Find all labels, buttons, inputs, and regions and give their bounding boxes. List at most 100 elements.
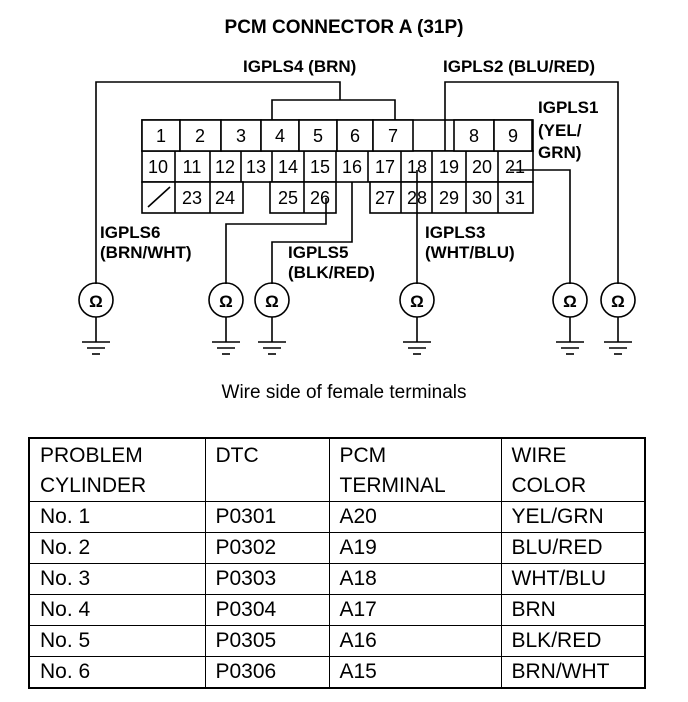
- ohm-icon: Ω: [410, 292, 424, 311]
- cell-terminal: A18: [328, 563, 502, 595]
- cell-cylinder: No. 6: [28, 656, 206, 689]
- label-igpls6: IGPLS6: [100, 223, 160, 242]
- ohmmeter-4: Ω: [399, 282, 435, 355]
- pin-label: 6: [350, 126, 360, 146]
- pin-label: 9: [508, 126, 518, 146]
- connector-title: PCM CONNECTOR A (31P): [225, 17, 464, 38]
- cell-terminal: A15: [328, 656, 502, 689]
- pin-3: [220, 119, 262, 152]
- cell-dtc: P0303: [204, 563, 330, 595]
- ohmmeter-3: Ω: [254, 282, 290, 355]
- cell-wire-color: BLK/RED: [500, 625, 646, 657]
- pin-label: 1: [156, 126, 166, 146]
- pin-label: 13: [246, 157, 266, 177]
- table-row: No. 1 P0301 A20 YEL/GRN: [28, 501, 646, 533]
- pin-label: 24: [215, 188, 235, 208]
- cell-terminal: A16: [328, 625, 502, 657]
- label-igpls1-color: (YEL/: [538, 121, 582, 140]
- label-igpls6-color: (BRN/WHT): [100, 243, 192, 262]
- cell-terminal: A19: [328, 532, 502, 564]
- pin-label: 29: [439, 188, 459, 208]
- pin-9: [493, 119, 533, 152]
- pin-label: 16: [342, 157, 362, 177]
- pin-label: 30: [472, 188, 492, 208]
- wire-labels: IGPLS4 (BRN) IGPLS2 (BLU/RED) IGPLS1 (YE…: [100, 57, 598, 282]
- diagram-caption: Wire side of female terminals: [221, 382, 467, 403]
- pin-label: 20: [472, 157, 492, 177]
- cell-wire-color: WHT/BLU: [500, 563, 646, 595]
- ohm-icon: Ω: [89, 292, 103, 311]
- label-igpls3: IGPLS3: [425, 223, 485, 242]
- pin-8: [453, 119, 495, 152]
- pin-label: 14: [278, 157, 298, 177]
- table-row: No. 2 P0302 A19 BLU/RED: [28, 532, 646, 564]
- pin-4: [260, 119, 300, 152]
- connector-diagram: PCM CONNECTOR A (31P) 1 2 3 4 5 6 7 8 9: [78, 17, 636, 355]
- pin-label: 8: [469, 126, 479, 146]
- ohmmeter-2: Ω: [208, 282, 244, 355]
- ohmmeter-5: Ω: [552, 282, 588, 355]
- cell-dtc: P0305: [204, 625, 330, 657]
- table-row: No. 3 P0303 A18 WHT/BLU: [28, 563, 646, 595]
- cell-cylinder: No. 1: [28, 501, 206, 533]
- pin-label: 11: [183, 157, 202, 177]
- pin-row-1: 1 2 3 4 5 6 7 8 9: [141, 119, 533, 152]
- pin-label: 2: [195, 126, 205, 146]
- pin-7: [372, 119, 414, 152]
- pin-label: 10: [148, 157, 168, 177]
- ohmmeters: Ω Ω Ω Ω Ω Ω: [78, 282, 636, 355]
- pin-label: 5: [313, 126, 323, 146]
- ohm-icon: Ω: [611, 292, 625, 311]
- label-igpls4: IGPLS4 (BRN): [243, 57, 356, 76]
- pin-2: [179, 119, 222, 152]
- cell-dtc: P0301: [204, 501, 330, 533]
- cell-terminal: A20: [328, 501, 502, 533]
- cell-terminal: A17: [328, 594, 502, 626]
- cell-cylinder: No. 4: [28, 594, 206, 626]
- cell-wire-color: BRN/WHT: [500, 656, 646, 689]
- cell-wire-color: YEL/GRN: [500, 501, 646, 533]
- pin-label: 4: [275, 126, 285, 146]
- pin-label: 31: [505, 188, 525, 208]
- pin-label: 19: [439, 157, 459, 177]
- pin-label: 26: [310, 188, 330, 208]
- ohmmeter-6: Ω: [600, 282, 636, 355]
- cell-dtc: P0304: [204, 594, 330, 626]
- pin-label: 15: [310, 157, 330, 177]
- pin-row-2: 10 11 12 13 14 15 16 17 18 19 20 21: [148, 151, 525, 182]
- ohmmeter-1: Ω: [78, 282, 114, 355]
- ohm-icon: Ω: [563, 292, 577, 311]
- pin-label: 23: [182, 188, 202, 208]
- label-igpls1-color2: GRN): [538, 143, 581, 162]
- pin-label: 12: [215, 157, 235, 177]
- cell-wire-color: BLU/RED: [500, 532, 646, 564]
- header-dtc: DTC: [204, 437, 330, 502]
- label-igpls5: IGPLS5: [288, 243, 348, 262]
- label-igpls2: IGPLS2 (BLU/RED): [443, 57, 595, 76]
- pin-label: 3: [236, 126, 246, 146]
- cell-cylinder: No. 2: [28, 532, 206, 564]
- test-wires: [95, 81, 619, 284]
- pin-label: 7: [388, 126, 398, 146]
- label-igpls1: IGPLS1: [538, 98, 598, 117]
- ohm-icon: Ω: [219, 292, 233, 311]
- ohm-icon: Ω: [265, 292, 279, 311]
- pin-row-3: 23 24 25 26 27 28 29 30 31: [147, 182, 525, 213]
- table-row: No. 5 P0305 A16 BLK/RED: [28, 625, 646, 657]
- label-igpls5-color: (BLK/RED): [288, 263, 375, 282]
- label-igpls3-color: (WHT/BLU): [425, 243, 515, 262]
- pin-label: 25: [278, 188, 298, 208]
- cell-cylinder: No. 5: [28, 625, 206, 657]
- table-row: No. 6 P0306 A15 BRN/WHT: [28, 656, 646, 689]
- pin-label: 27: [375, 188, 395, 208]
- cell-wire-color: BRN: [500, 594, 646, 626]
- cell-dtc: P0302: [204, 532, 330, 564]
- cell-cylinder: No. 3: [28, 563, 206, 595]
- table-row: No. 4 P0304 A17 BRN: [28, 594, 646, 626]
- pin-label: 17: [375, 157, 395, 177]
